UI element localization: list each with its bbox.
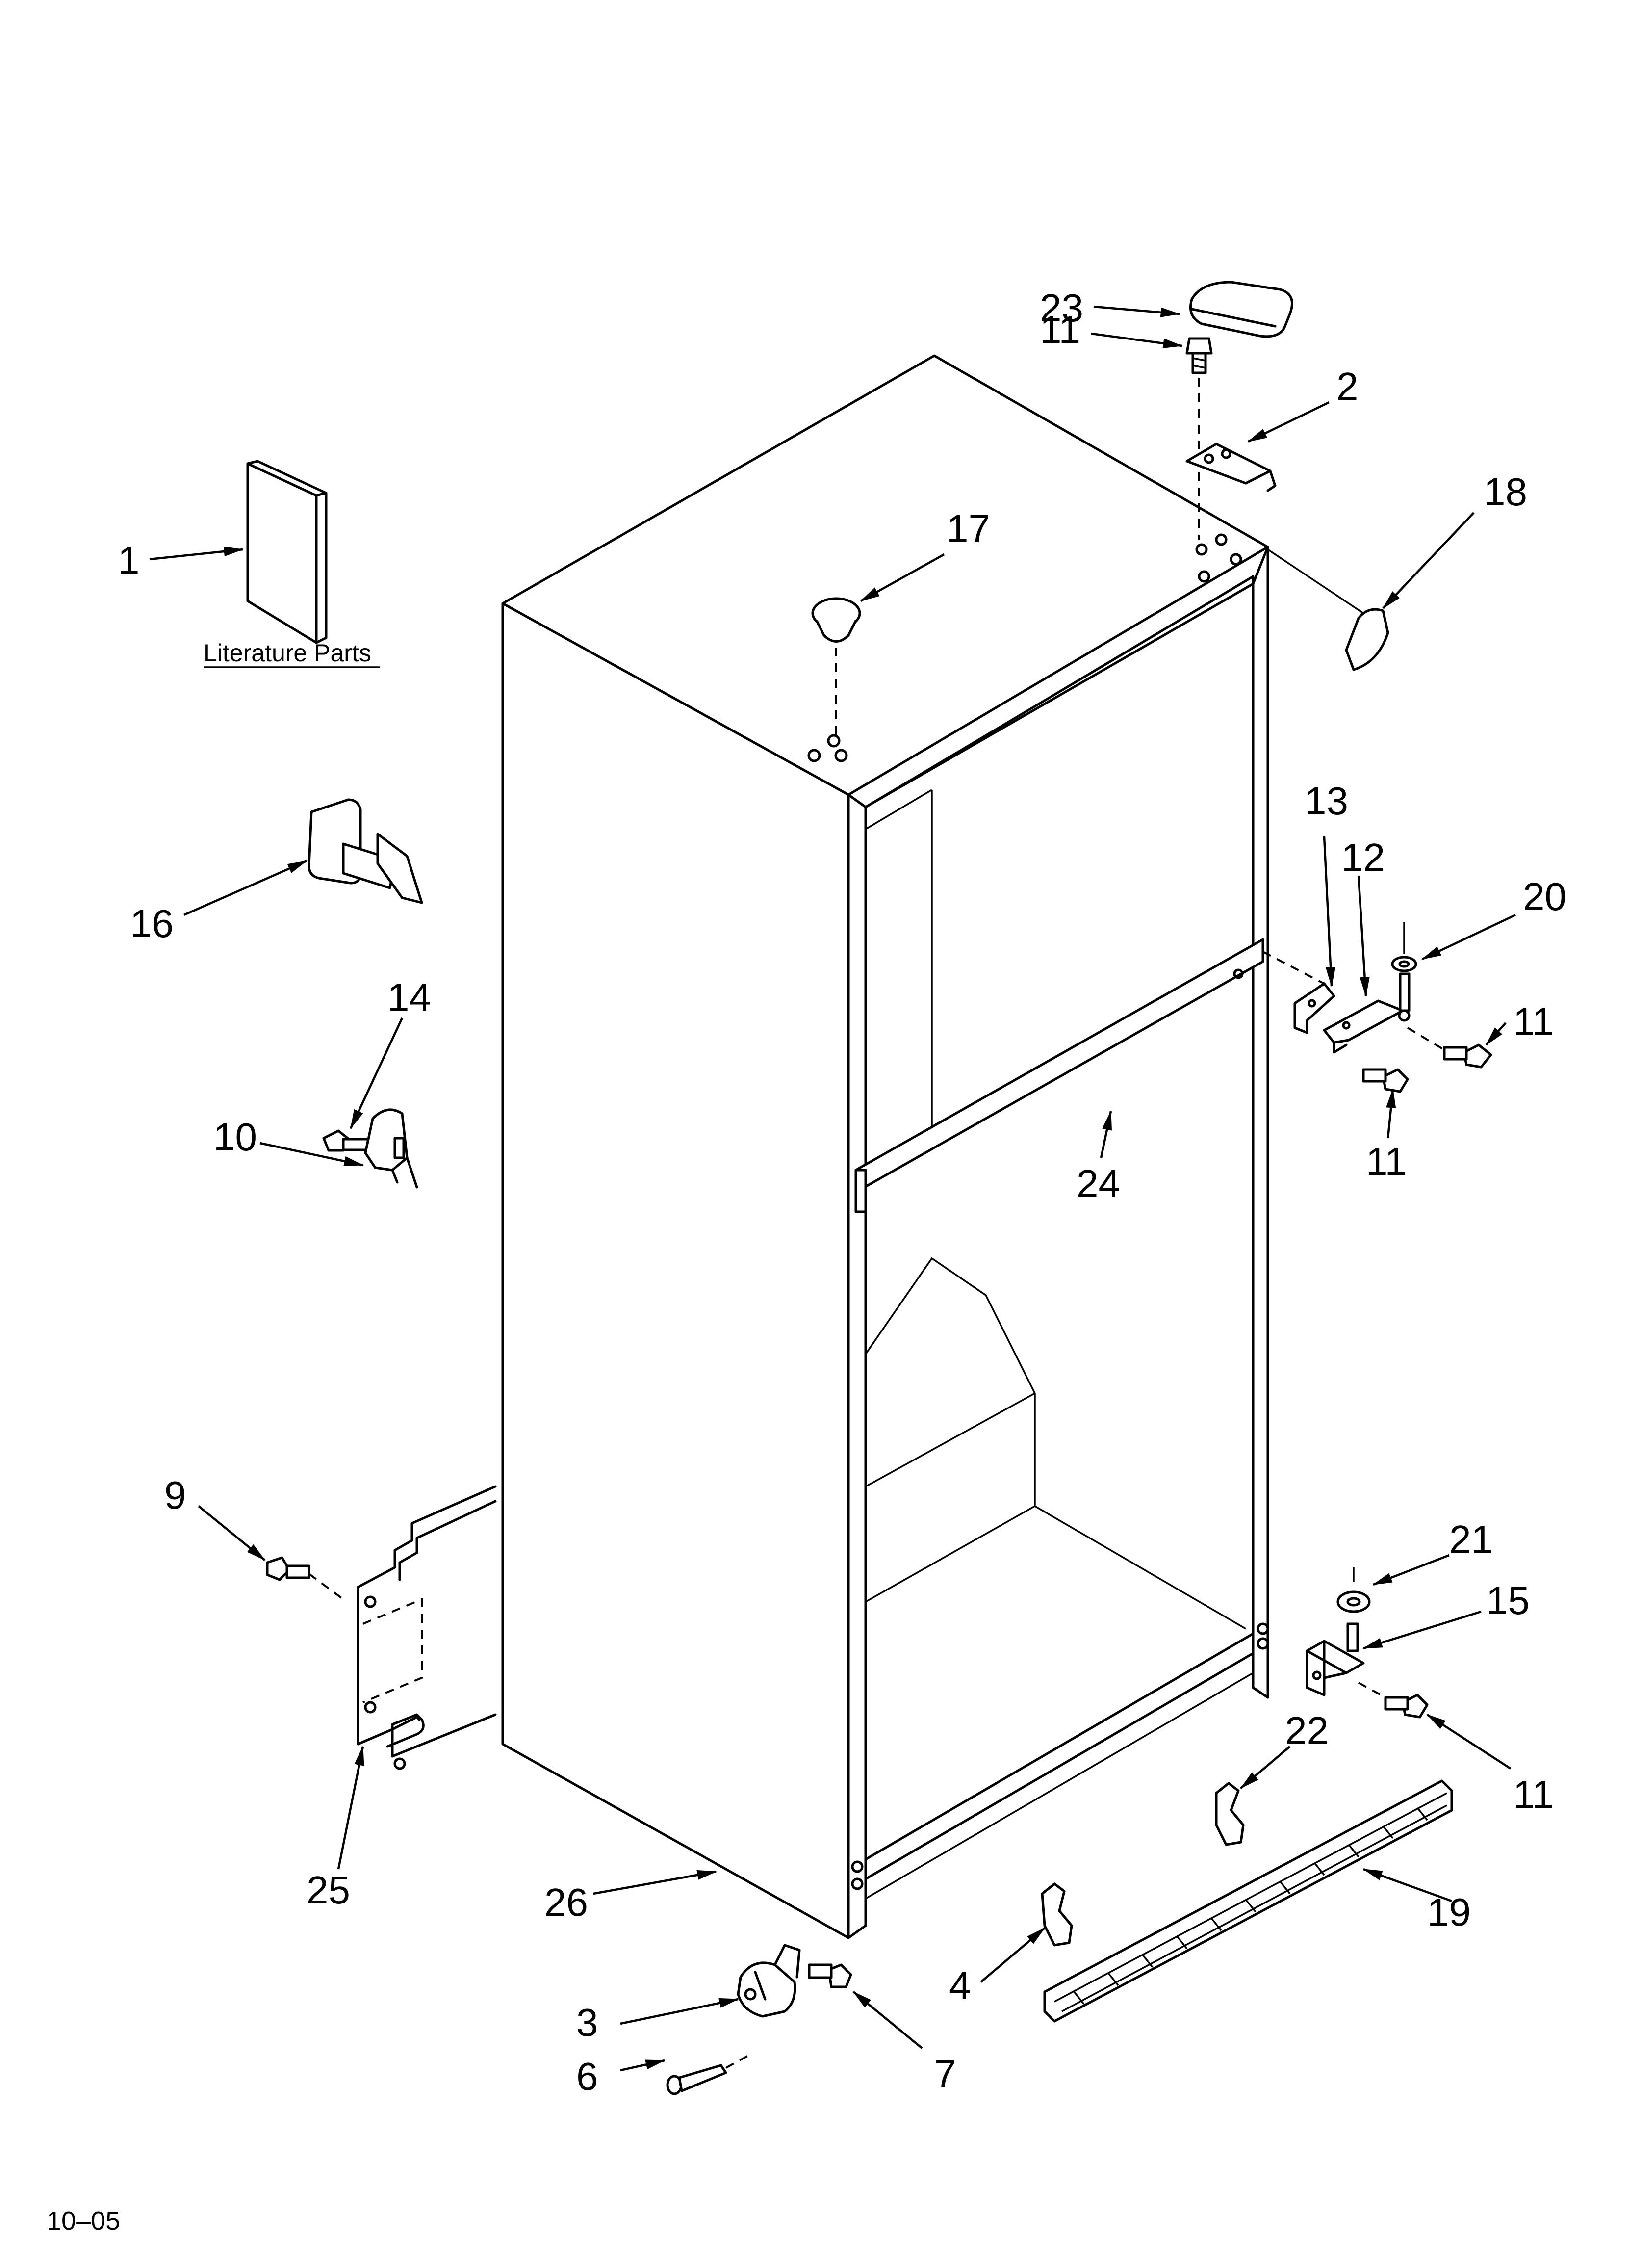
callout-4: 4 [949,1964,971,2007]
hinge-cap-18 [1267,548,1389,671]
clip-22 [1215,1782,1245,1846]
cabinet-26 [501,354,1269,1939]
callout-10: 10 [213,1115,257,1159]
callout-11-top: 11 [1040,308,1080,352]
bracket-10 [364,1108,418,1189]
bottom-hinge-15 [1306,1622,1365,1696]
door-stop-16 [308,798,423,904]
washer-21 [1336,1567,1371,1613]
callout-9: 9 [164,1473,186,1517]
screw-14 [322,1129,369,1152]
callout-25: 25 [307,1868,350,1912]
callout-11-right: 11 [1513,1000,1554,1043]
screw-11-bottom-hinge [1358,1682,1429,1719]
callout-3: 3 [576,2001,598,2044]
center-hinge-12 [1323,972,1411,1054]
callout-6: 6 [576,2055,598,2098]
pin-6 [666,2052,753,2095]
callout-19: 19 [1427,1890,1471,1934]
literature-parts-caption: Literature Parts [204,639,371,667]
screw-9 [266,1556,344,1600]
callout-23: 23 [1040,286,1083,330]
callout-2: 2 [1336,365,1359,408]
side-panel-25 [357,1485,497,1770]
top-hinge-2 [1185,443,1277,492]
callout-21: 21 [1449,1517,1493,1561]
callout-22: 22 [1285,1709,1329,1752]
callout-18: 18 [1484,470,1527,514]
screw-11-hinge-bottom [1362,1068,1409,1093]
callout-12: 12 [1341,835,1385,879]
callout-14: 14 [387,975,431,1019]
hinge-bracket-13 [1293,982,1335,1034]
callout-24: 24 [1077,1162,1120,1205]
toe-grille-19 [1043,1779,1453,2023]
center-rail-24 [854,938,1264,1213]
callout-15: 15 [1486,1579,1530,1622]
screw-11-hinge-side [1407,1027,1492,1069]
footer-code: 10–05 [47,2206,120,2236]
leader-lines [149,305,1516,2072]
callout-13: 13 [1305,779,1348,823]
callout-11-bottom: 11 [1513,1773,1554,1816]
callout-17: 17 [947,507,990,550]
leveling-bracket-3 [737,1944,801,2018]
washer-20 [1262,922,1417,985]
screw-7 [808,1963,852,1988]
callout-1: 1 [118,539,140,582]
plug-17 [811,597,861,738]
callout-11-mid: 11 [1366,1140,1407,1183]
clip-4 [1041,1882,1073,1947]
hinge-cover-23 [1189,281,1293,338]
callout-labels: 1 2 23 11 18 17 16 14 10 9 25 26 13 12 2… [118,286,1566,2098]
callout-20: 20 [1523,875,1566,918]
callout-26: 26 [544,1880,588,1924]
literature-booklet-1 [246,460,328,644]
callout-7: 7 [934,2052,956,2096]
callout-16: 16 [130,902,174,945]
